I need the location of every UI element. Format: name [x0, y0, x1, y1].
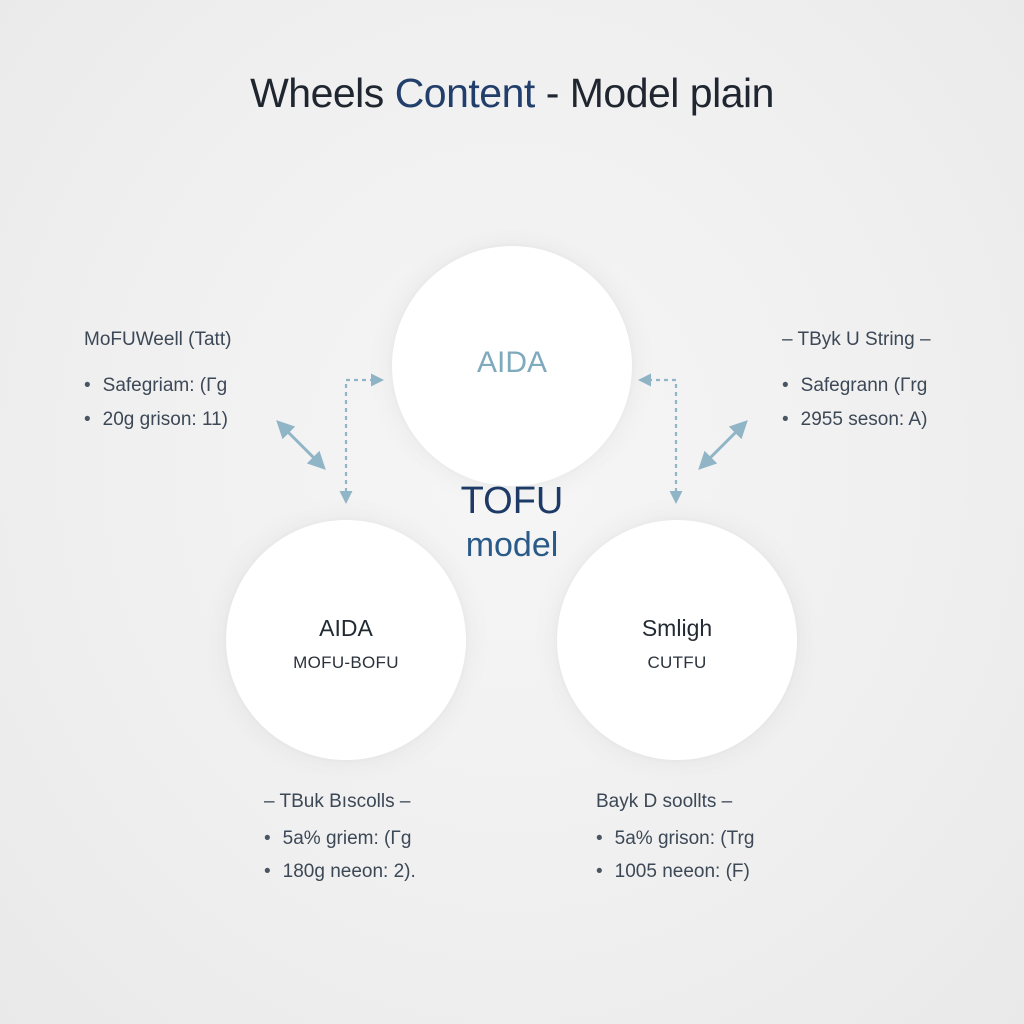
bullet-dot-icon: •	[264, 861, 271, 882]
bottom-left-bullet: • 180g neeon: 2).	[264, 861, 416, 883]
left-circle-label: AIDA	[319, 615, 373, 641]
top-circle	[392, 246, 632, 486]
bullet-dot-icon: •	[596, 828, 603, 849]
bullet-text: 20g grison: 11)	[102, 409, 228, 430]
bullet-text: Safegriam: (Γg	[102, 375, 228, 396]
right-circle-sublabel: CUTFU	[647, 653, 707, 672]
right-diagonal-arrow	[698, 420, 748, 470]
bottom-right-bullet: • 1005 neeon: (F)	[596, 861, 750, 883]
bullet-dot-icon: •	[782, 375, 789, 396]
bullet-dot-icon: •	[264, 828, 271, 849]
bottom-right-panel-heading: Bayk D soollts –	[596, 791, 733, 812]
diagram-title: Wheels Content - Model plain	[0, 70, 1024, 117]
top-right-bullet: • Safegrann (Γrg	[782, 375, 927, 397]
top-right-bullet: • 2955 seson: A)	[782, 409, 927, 431]
bullet-text: Safegrann (Γrg	[800, 375, 928, 396]
bottom-right-bullet: • 5a% grison: (Trg	[596, 828, 754, 850]
top-left-bullet: • 20g grison: 11)	[84, 409, 228, 431]
bullet-dot-icon: •	[84, 409, 91, 430]
top-left-bullet: • Safegriam: (Γg	[84, 375, 227, 397]
right-dotted-connector	[638, 373, 683, 504]
bottom-left-panel-heading: – TBuk Bıscolls –	[264, 791, 411, 812]
center-label-line1: TOFU	[460, 480, 564, 522]
bullet-text: 1005 neeon: (F)	[614, 861, 750, 882]
right-circle	[557, 520, 797, 760]
title-word-wheels: Wheels	[250, 70, 384, 116]
bullet-dot-icon: •	[782, 409, 789, 430]
top-right-panel-heading: – TByk U String –	[782, 329, 931, 350]
bottom-left-bullet: • 5a% griem: (Γg	[264, 828, 411, 850]
top-circle-label: AIDA	[476, 346, 548, 379]
left-circle-sublabel: MOFU-BOFU	[293, 653, 399, 672]
left-circle	[226, 520, 466, 760]
bullet-text: 5a% griem: (Γg	[282, 828, 412, 849]
bullet-text: 5a% grison: (Trg	[614, 828, 755, 849]
left-dotted-connector	[339, 373, 384, 504]
center-label-line2: model	[465, 526, 559, 564]
title-word-content: Content	[394, 70, 536, 116]
bullet-text: 180g neeon: 2).	[282, 861, 416, 882]
left-diagonal-arrow	[276, 420, 326, 470]
title-word-model-plain: - Model plain	[545, 70, 775, 116]
right-circle-label: Smligh	[641, 615, 713, 641]
bullet-dot-icon: •	[84, 375, 91, 396]
bullet-dot-icon: •	[596, 861, 603, 882]
top-left-panel-heading: MoFUWeell (Tatt)	[84, 329, 232, 350]
bullet-text: 2955 seson: A)	[800, 409, 928, 430]
